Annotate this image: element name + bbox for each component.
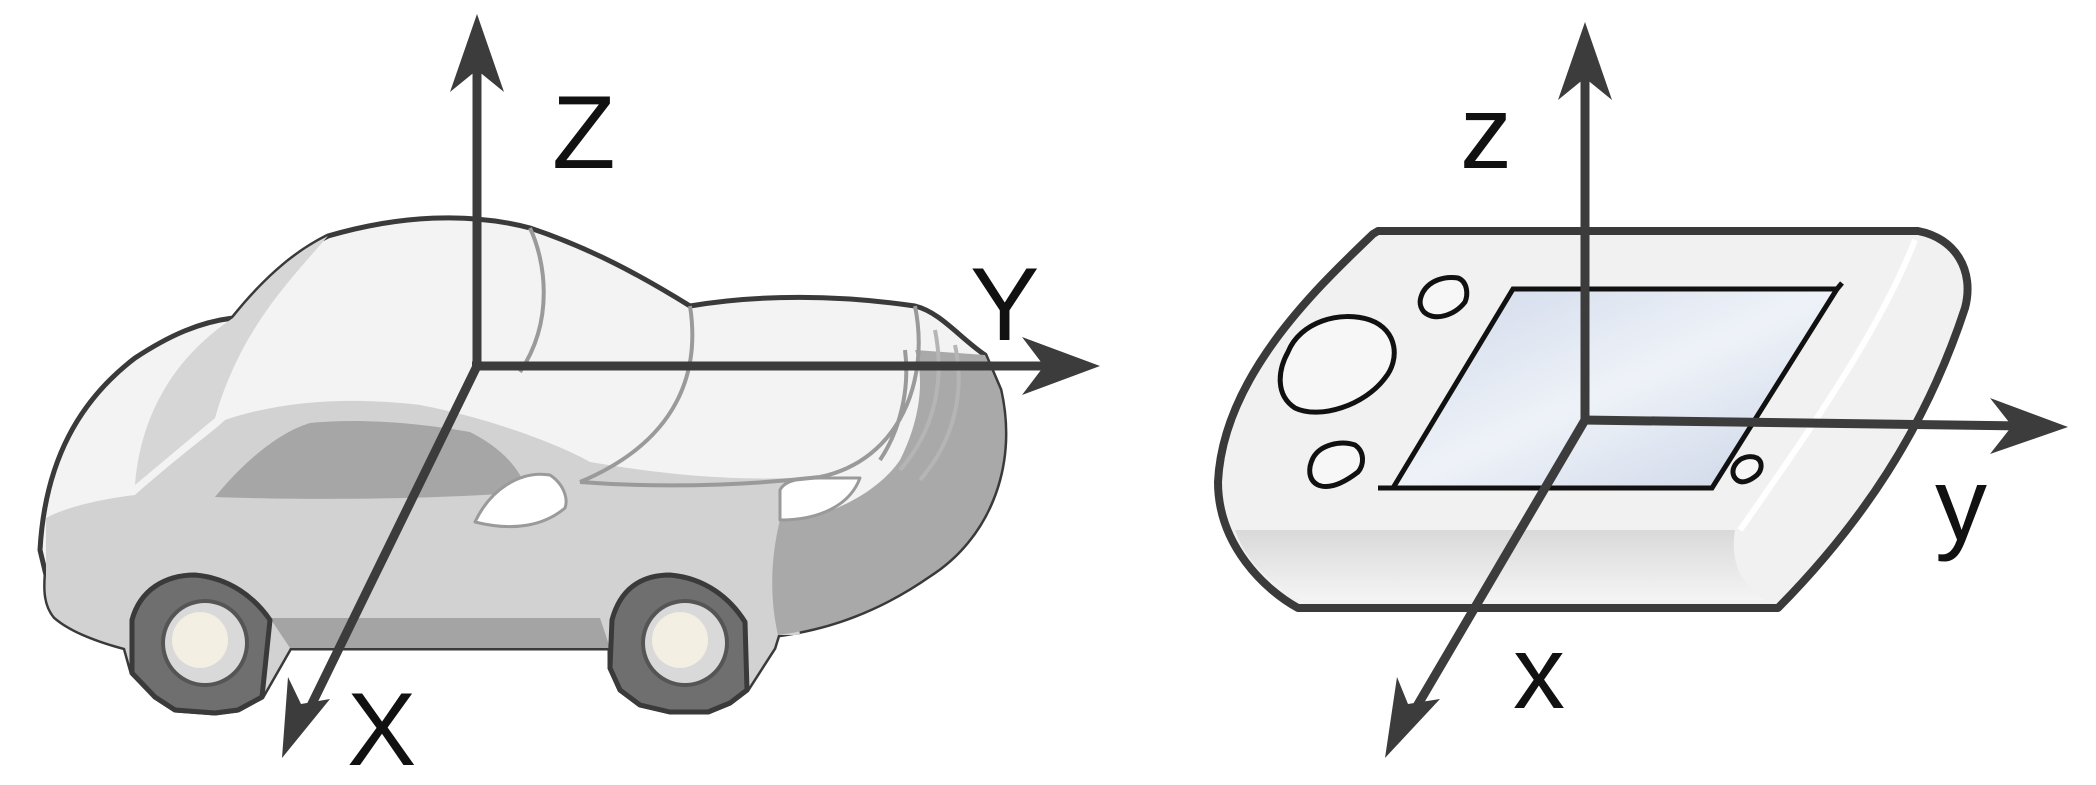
device-x-arrowhead <box>1385 677 1440 758</box>
device-y-arrowhead <box>1990 398 2068 454</box>
car-panel: Z Y X <box>37 14 1100 785</box>
car-side-window <box>215 421 528 499</box>
car-z-label: Z <box>552 75 616 191</box>
car-illustration <box>37 215 1008 716</box>
device-screen <box>1388 286 1842 491</box>
device-side-highlight <box>1737 238 1918 532</box>
device-z-arrowhead <box>1558 22 1612 100</box>
car-rear-shade <box>772 350 1005 635</box>
device-axes <box>1385 22 2068 758</box>
headlight <box>473 472 568 529</box>
device-x-label: x <box>1513 615 1565 731</box>
device-panel: z y x <box>1214 22 2068 758</box>
device-top-button[interactable] <box>1417 275 1470 320</box>
car-x-arrowhead <box>282 677 330 758</box>
car-x-axis <box>300 364 482 720</box>
car-axes <box>282 14 1100 758</box>
car-rocker <box>270 618 610 648</box>
device-y-axis <box>1581 415 2026 431</box>
device-z-label: z <box>1460 75 1512 191</box>
car-y-label: Y <box>970 247 1039 363</box>
trunk-lines <box>898 329 961 482</box>
device-small-button[interactable] <box>1307 440 1365 489</box>
car-x-label: X <box>347 672 416 785</box>
device-big-button[interactable] <box>1277 314 1397 415</box>
device-y-label: y <box>1935 447 1987 563</box>
car-windshield <box>135 236 328 485</box>
car-z-arrowhead <box>450 14 504 92</box>
roof-line <box>518 227 921 488</box>
device-tiny-button[interactable] <box>1730 454 1764 485</box>
car-y-arrowhead <box>1022 337 1100 395</box>
device-x-axis <box>1406 417 1589 721</box>
